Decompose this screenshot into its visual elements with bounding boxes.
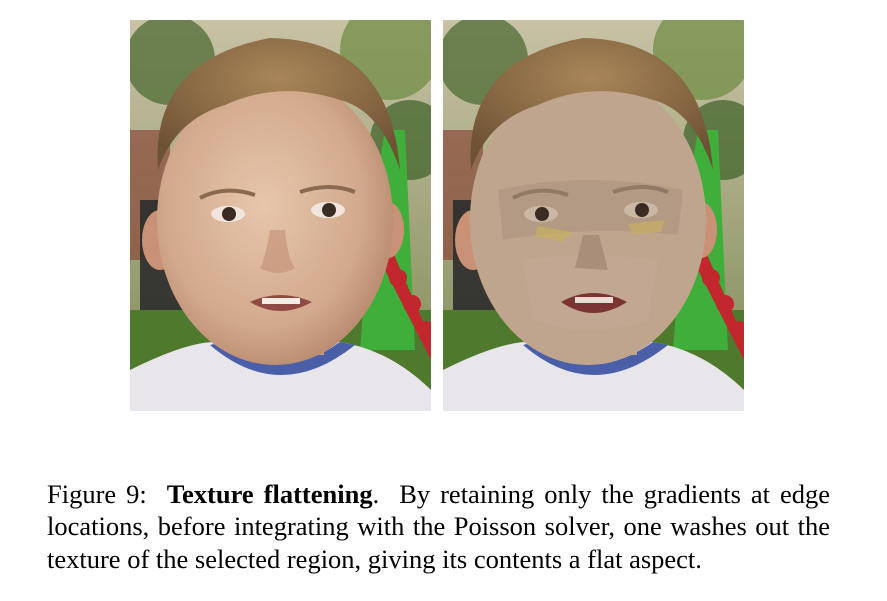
figure-label: Figure 9: <box>47 478 147 509</box>
flattened-photo <box>443 20 744 411</box>
figure-caption-text: By retaining only the gradients at edge … <box>47 478 831 574</box>
figure-images <box>130 20 744 411</box>
figure-caption: Figure 9: Texture flattening. By retaini… <box>47 478 830 576</box>
original-photo <box>130 20 431 411</box>
figure-title: Texture flattening <box>166 478 373 509</box>
original-photo-illustration <box>130 20 431 411</box>
flattened-photo-illustration <box>443 20 744 411</box>
figure-title-end: . <box>372 478 380 509</box>
